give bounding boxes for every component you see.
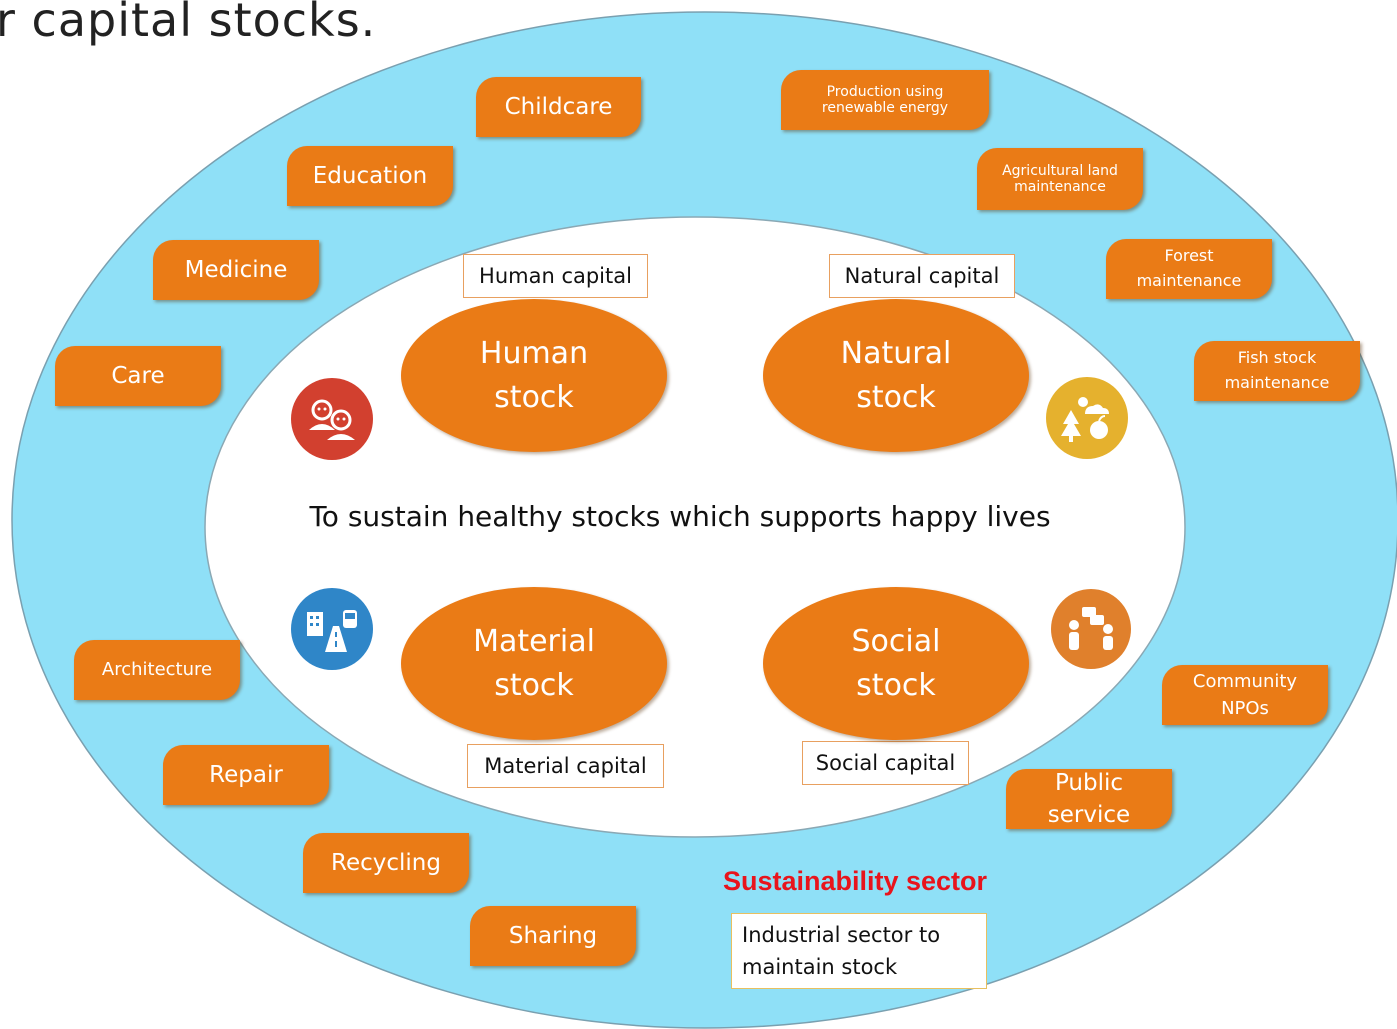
tag-public-line1: Public [1054,769,1124,796]
community-icon [1051,589,1131,669]
sector-description: Industrial sector to maintain stock [731,913,987,989]
tag-education: Education [287,146,453,206]
tag-care-label: Care [111,362,165,389]
tag-forest-maintenance: Forest maintenance [1106,239,1272,299]
tag-recycling: Recycling [303,833,469,893]
tag-production-line1: Production using [826,83,944,100]
tag-production-line2: renewable energy [821,100,949,116]
social-capital-label: Social capital [802,741,969,785]
tag-sharing-label: Sharing [508,922,598,949]
tag-architecture-label: Architecture [101,658,213,680]
tag-sharing: Sharing [470,906,636,966]
tag-care: Care [55,346,221,406]
tag-childcare-label: Childcare [504,93,613,120]
natural-stock: Natural stock [763,299,1029,452]
tag-agri-line2: maintenance [1014,179,1106,195]
natural-stock-line1: Natural [840,335,952,371]
tag-childcare: Childcare [476,77,641,137]
sector-desc-line1: Industrial sector to [742,923,941,947]
tag-agricultural-land: Agricultural land maintenance [977,148,1143,210]
tag-agri-line1: Agricultural land [1002,162,1118,179]
tag-fish-stock: Fish stock maintenance [1194,341,1360,401]
tag-public-line2: service [1047,802,1131,828]
people-icon [291,378,373,460]
tag-forest-line1: Forest [1164,246,1214,266]
tag-recycling-label: Recycling [331,849,441,876]
social-stock: Social stock [763,587,1029,740]
tag-education-label: Education [312,162,428,189]
tag-community-npos: Community NPOs [1162,665,1328,725]
material-stock-line1: Material [473,623,595,659]
tag-production-renewable: Production using renewable energy [781,70,989,130]
tag-fish-line2: maintenance [1224,373,1330,392]
sector-desc-line2: maintain stock [742,955,898,979]
sector-title: Sustainability sector [722,866,988,896]
material-capital-label: Material capital [467,744,664,788]
tag-community-line1: Community [1192,671,1298,692]
tag-repair: Repair [163,745,329,805]
tag-fish-line1: Fish stock [1237,348,1317,368]
natural-stock-line2: stock [856,379,936,415]
page-heading: r capital stocks. [0,0,377,47]
social-stock-line1: Social [851,623,941,659]
center-statement: To sustain healthy stocks which supports… [309,500,1051,533]
human-stock: Human stock [401,299,667,452]
tag-repair-label: Repair [209,761,283,788]
human-stock-line1: Human [479,335,589,371]
natural-capital-label: Natural capital [829,254,1015,298]
tag-public-service: Public service [1006,769,1172,829]
tag-forest-line2: maintenance [1136,271,1242,290]
material-stock: Material stock [401,587,667,740]
infrastructure-icon [291,588,373,670]
nature-icon [1046,377,1128,459]
human-stock-line2: stock [494,379,574,415]
social-stock-line2: stock [856,667,936,703]
tag-community-line2: NPOs [1221,698,1269,719]
human-capital-label: Human capital [463,254,648,298]
tag-medicine-label: Medicine [184,256,288,283]
tag-architecture: Architecture [74,640,240,700]
tag-medicine: Medicine [153,240,319,300]
material-stock-line2: stock [494,667,574,703]
